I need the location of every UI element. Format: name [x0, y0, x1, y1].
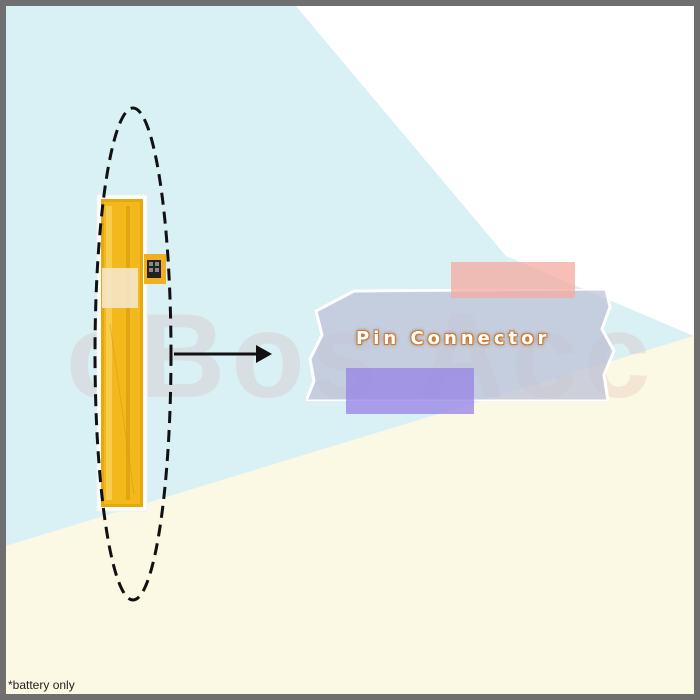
tape-purple [346, 368, 474, 414]
battery-cell-icon [96, 194, 148, 512]
bg-cream-region [6, 336, 694, 694]
background-shapes [6, 6, 694, 694]
pin-connector-label: Pin Connector [356, 328, 551, 349]
bg-white-region [296, 6, 694, 336]
tape-pink [451, 262, 575, 298]
pin-connector-icon [144, 254, 166, 284]
footnote: *battery only [8, 678, 75, 692]
bg-blue-region [6, 6, 694, 546]
